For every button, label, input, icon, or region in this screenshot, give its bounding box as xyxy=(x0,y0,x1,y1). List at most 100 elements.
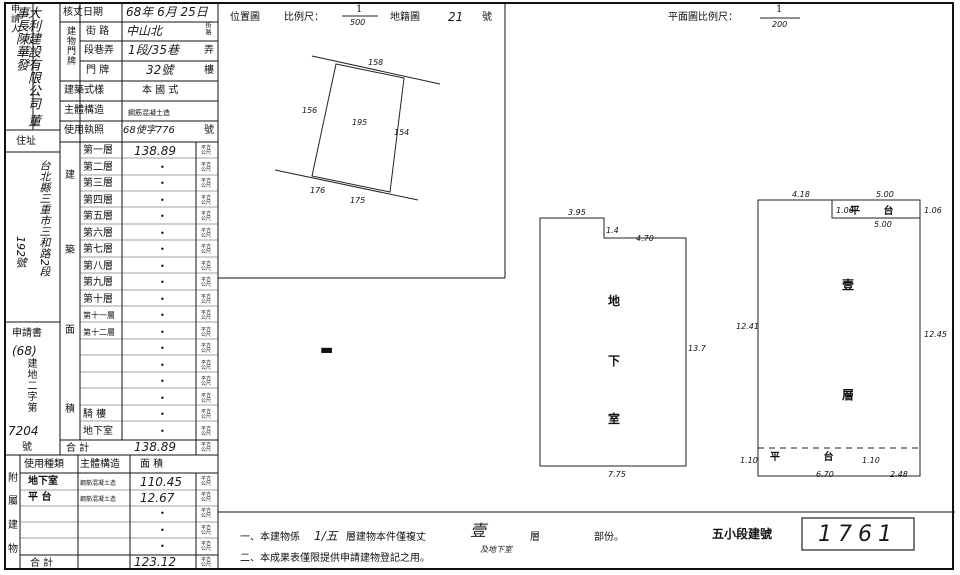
note1-part-b: 層建物本件僅複丈 xyxy=(346,532,426,543)
floor1-label-bottom: 層 xyxy=(842,388,855,402)
floor1-dim-c1: 1.06 xyxy=(836,206,854,215)
parcel-top-no: 158 xyxy=(368,58,384,67)
annex-total-label: 合 計 xyxy=(30,558,54,569)
floor1-plan xyxy=(757,199,921,477)
plan-scale-label: 平面圖比例尺： xyxy=(668,12,738,23)
floor-label: 第六層 xyxy=(83,227,113,239)
floor-area-unit: 平方公尺 xyxy=(200,343,211,354)
annex-col-use: 使用種類 xyxy=(24,459,64,470)
floor-area-unit: 平方公尺 xyxy=(200,178,211,189)
floor1-dim-c2: 1.06 xyxy=(924,206,942,215)
floor-area-value: • xyxy=(160,360,165,370)
annex-area: 12.67 xyxy=(140,491,175,506)
floor1-dim-top: 4.18 xyxy=(792,190,810,199)
total-unit: 平方公尺 xyxy=(200,442,211,453)
note1-floors: 1/五 xyxy=(314,529,338,543)
parcel-number-value: 1761 xyxy=(818,522,898,547)
floor-area-value: • xyxy=(160,393,165,403)
floor-label: 第五層 xyxy=(83,211,113,222)
annex-side-2: 屬 xyxy=(8,496,18,507)
area-side-2: 築 xyxy=(65,245,75,256)
floor1-dim-left: 12.41 xyxy=(736,322,759,331)
floor-area-value: • xyxy=(160,212,165,221)
structure-value: 鋼筋混凝土造 xyxy=(128,109,170,117)
style-value: 本 國 式 xyxy=(142,85,179,96)
floor-area-value: • xyxy=(160,327,165,337)
floor-area-unit: 平方公尺 xyxy=(200,359,211,371)
license-label: 使用執照 xyxy=(64,125,104,136)
floor-area-unit: 平方公尺 xyxy=(200,425,211,437)
annex-structure: 鋼筋混凝土造 xyxy=(80,480,117,487)
floor-label: 騎 樓 xyxy=(83,409,107,420)
annex-area: • xyxy=(160,509,165,519)
scan-mark: ▬ xyxy=(320,342,334,358)
style-label: 建築式樣 xyxy=(64,85,104,96)
location-scale-num: 1 xyxy=(356,4,363,15)
floor-area-unit: 平方公尺 xyxy=(200,260,211,272)
floor-area-value: • xyxy=(160,261,165,271)
floor-area-value: • xyxy=(160,278,165,287)
license-value: 68使字776 xyxy=(123,125,175,136)
street-label: 街 路 xyxy=(86,26,110,37)
door-no-label: 門 牌 xyxy=(86,65,110,76)
cadastral-label: 地籍圖 xyxy=(390,12,420,23)
annex-total-unit: 平方公尺 xyxy=(200,557,211,568)
floor-area-value: • xyxy=(160,311,165,320)
cadastral-number: 21 xyxy=(448,10,464,24)
floor-label: 第三層 xyxy=(83,178,113,189)
annex-area-unit: 平方公尺 xyxy=(200,492,211,504)
application-number: 7204 xyxy=(8,424,39,438)
floor-area-unit: 平方公尺 xyxy=(200,409,211,420)
floor1-dim-inner: 5.00 xyxy=(874,220,892,229)
floor-area-value: • xyxy=(160,228,165,238)
annex-side-3: 建 xyxy=(8,520,18,531)
floor-label: 第十一層 xyxy=(83,311,115,320)
section-value: 1段/35巷 xyxy=(128,43,179,57)
floor-label: 第七層 xyxy=(83,244,113,255)
location-scale-den: 500 xyxy=(350,18,366,27)
parcel-right-no: 154 xyxy=(394,128,410,137)
sheet-border xyxy=(4,2,954,570)
parcel-number-label: 五小段建號 xyxy=(712,527,773,541)
total-value: 138.89 xyxy=(134,440,176,454)
plan-scale-den: 200 xyxy=(772,20,788,29)
area-side-4: 積 xyxy=(65,404,75,415)
lane-suffix: 弄 xyxy=(204,45,214,56)
applicant-name: 大利建設有限公司 董事長陳華發 xyxy=(13,6,40,128)
floor-area-value: • xyxy=(160,426,165,436)
platform-bottom-label: 平 台 xyxy=(770,452,834,463)
floor-area-unit: 平方公尺 xyxy=(200,244,211,255)
floor-label: 第八層 xyxy=(83,260,113,272)
plan-scale-num: 1 xyxy=(776,4,783,15)
annex-side-4: 物 xyxy=(8,544,18,555)
annex-area-unit: 平方公尺 xyxy=(200,476,211,487)
street-value: 中山北 xyxy=(126,24,163,38)
note1-part-c: 層 xyxy=(530,532,540,543)
annex-use: 平 台 xyxy=(28,492,52,504)
annex-area-unit: 平方公尺 xyxy=(200,540,211,552)
floor-area-unit: 平方公尺 xyxy=(200,161,211,173)
annex-area: • xyxy=(160,541,165,551)
annex-side-1: 附 xyxy=(8,473,18,484)
floor-label: 第四層 xyxy=(83,194,113,206)
applicant-header: 申請人 xyxy=(9,4,19,34)
door-no-value: 32號 xyxy=(146,63,174,77)
floor-label: 第二層 xyxy=(83,161,113,173)
floor1-dim-right: 12.45 xyxy=(924,330,947,339)
floor-area-unit: 平方公尺 xyxy=(200,227,211,239)
floor-area-value: • xyxy=(160,410,165,419)
annex-use: 地下室 xyxy=(28,476,58,487)
floor-area-unit: 平方公尺 xyxy=(200,376,211,387)
floor-label: 地下室 xyxy=(83,425,113,437)
basement-dim-top: 4.70 xyxy=(636,234,654,243)
cadastral-suffix: 號 xyxy=(482,12,492,23)
floor1-dim-bottom-mid2: 1.10 xyxy=(862,456,880,465)
floor-area-unit: 平方公尺 xyxy=(200,326,211,338)
note1-target: 壹 xyxy=(470,521,487,540)
location-scale-label: 比例尺： xyxy=(284,12,324,23)
floor-suffix: 樓 xyxy=(204,65,214,76)
floor-label: 第一層 xyxy=(83,145,113,156)
floor-label: 第十二層 xyxy=(83,327,115,337)
floor-area-unit: 平方公尺 xyxy=(200,145,211,156)
